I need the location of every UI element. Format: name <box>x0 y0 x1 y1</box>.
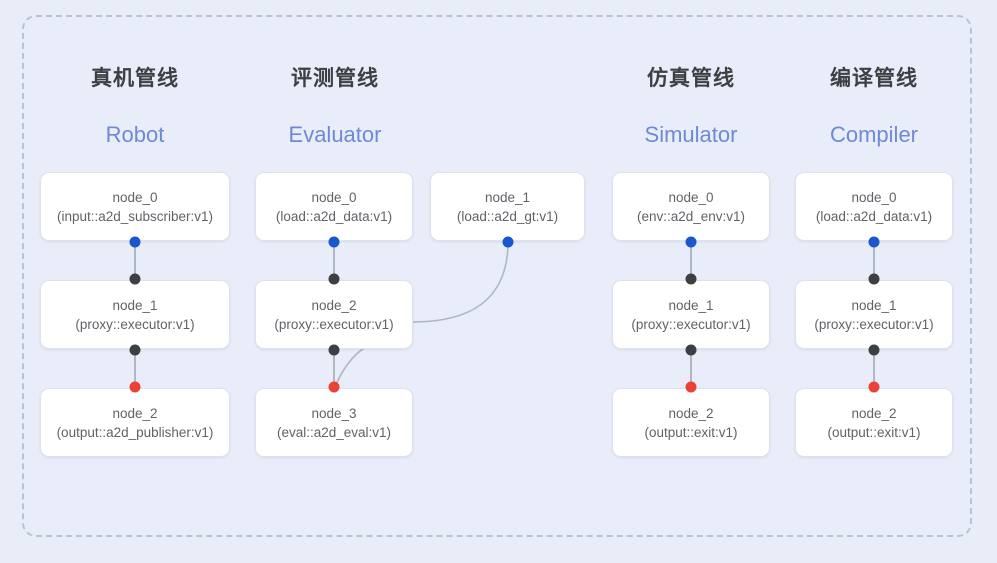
node-spec: (output::exit:v1) <box>827 424 921 440</box>
port-input-compiler-node_2[interactable] <box>868 381 880 393</box>
node-card-compiler-node_1[interactable]: node_1 (proxy::executor:v1) <box>795 280 953 349</box>
port-relay-robot-node_1-bottom[interactable] <box>129 344 141 356</box>
column-title-robot: 真机管线 <box>91 67 179 90</box>
column-subtitle-compiler: Compiler <box>829 122 919 147</box>
column-subtitle-robot: Robot <box>105 122 165 147</box>
node-card-evaluator-node_2[interactable]: node_2 (proxy::executor:v1) <box>255 280 413 349</box>
node-name: node_2 <box>311 297 357 313</box>
node-name: node_2 <box>668 405 714 421</box>
port-relay-robot-node_1-top[interactable] <box>129 273 141 285</box>
node-card-compiler-node_2[interactable]: node_2 (output::exit:v1) <box>795 388 953 457</box>
node-name: node_0 <box>668 189 714 205</box>
node-card-robot-node_2[interactable]: node_2 (output::a2d_publisher:v1) <box>40 388 230 457</box>
column-title-simulator: 仿真管线 <box>647 67 735 90</box>
node-name: node_0 <box>112 189 158 205</box>
node-card-evaluator-node_1[interactable]: node_1 (load::a2d_gt:v1) <box>430 172 585 241</box>
column-subtitle-evaluator: Evaluator <box>288 122 382 147</box>
node-spec: (output::a2d_publisher:v1) <box>56 424 214 440</box>
port-input-robot-node_2[interactable] <box>129 381 141 393</box>
port-output-evaluator-node_1[interactable] <box>502 236 514 248</box>
port-output-evaluator-node_0[interactable] <box>328 236 340 248</box>
node-spec: (proxy::executor:v1) <box>274 316 394 332</box>
port-output-simulator-node_0[interactable] <box>685 236 697 248</box>
node-card-evaluator-node_3[interactable]: node_3 (eval::a2d_eval:v1) <box>255 388 413 457</box>
node-spec: (proxy::executor:v1) <box>75 316 195 332</box>
node-spec: (proxy::executor:v1) <box>814 316 934 332</box>
node-spec: (proxy::executor:v1) <box>631 316 751 332</box>
port-output-robot-node_0[interactable] <box>129 236 141 248</box>
port-relay-evaluator-node_2-bottom[interactable] <box>328 344 340 356</box>
port-output-compiler-node_0[interactable] <box>868 236 880 248</box>
node-card-compiler-node_0[interactable]: node_0 (load::a2d_data:v1) <box>795 172 953 241</box>
port-relay-simulator-node_1-top[interactable] <box>685 273 697 285</box>
port-relay-compiler-node_1-top[interactable] <box>868 273 880 285</box>
port-relay-compiler-node_1-bottom[interactable] <box>868 344 880 356</box>
port-input-simulator-node_2[interactable] <box>685 381 697 393</box>
node-name: node_2 <box>112 405 158 421</box>
node-card-simulator-node_1[interactable]: node_1 (proxy::executor:v1) <box>612 280 770 349</box>
node-name: node_0 <box>851 189 897 205</box>
column-subtitle-simulator: Simulator <box>644 122 738 147</box>
column-title-compiler: 编译管线 <box>830 67 918 90</box>
node-name: node_1 <box>484 189 531 205</box>
node-name: node_1 <box>112 297 158 313</box>
node-name: node_1 <box>668 297 714 313</box>
column-title-evaluator: 评测管线 <box>291 67 379 90</box>
node-spec: (load::a2d_data:v1) <box>815 208 933 224</box>
port-relay-evaluator-node_2-top[interactable] <box>328 273 340 285</box>
node-name: node_1 <box>851 297 897 313</box>
node-name: node_3 <box>311 405 357 421</box>
node-name: node_0 <box>311 189 357 205</box>
node-spec: (env::a2d_env:v1) <box>636 208 746 224</box>
port-input-evaluator-node_3[interactable] <box>328 381 340 393</box>
node-name: node_2 <box>851 405 897 421</box>
node-spec: (output::exit:v1) <box>644 424 738 440</box>
node-spec: (input::a2d_subscriber:v1) <box>56 208 214 224</box>
node-spec: (eval::a2d_eval:v1) <box>276 424 392 440</box>
node-spec: (load::a2d_gt:v1) <box>456 208 559 224</box>
node-spec: (load::a2d_data:v1) <box>275 208 393 224</box>
port-relay-simulator-node_1-bottom[interactable] <box>685 344 697 356</box>
node-card-simulator-node_0[interactable]: node_0 (env::a2d_env:v1) <box>612 172 770 241</box>
